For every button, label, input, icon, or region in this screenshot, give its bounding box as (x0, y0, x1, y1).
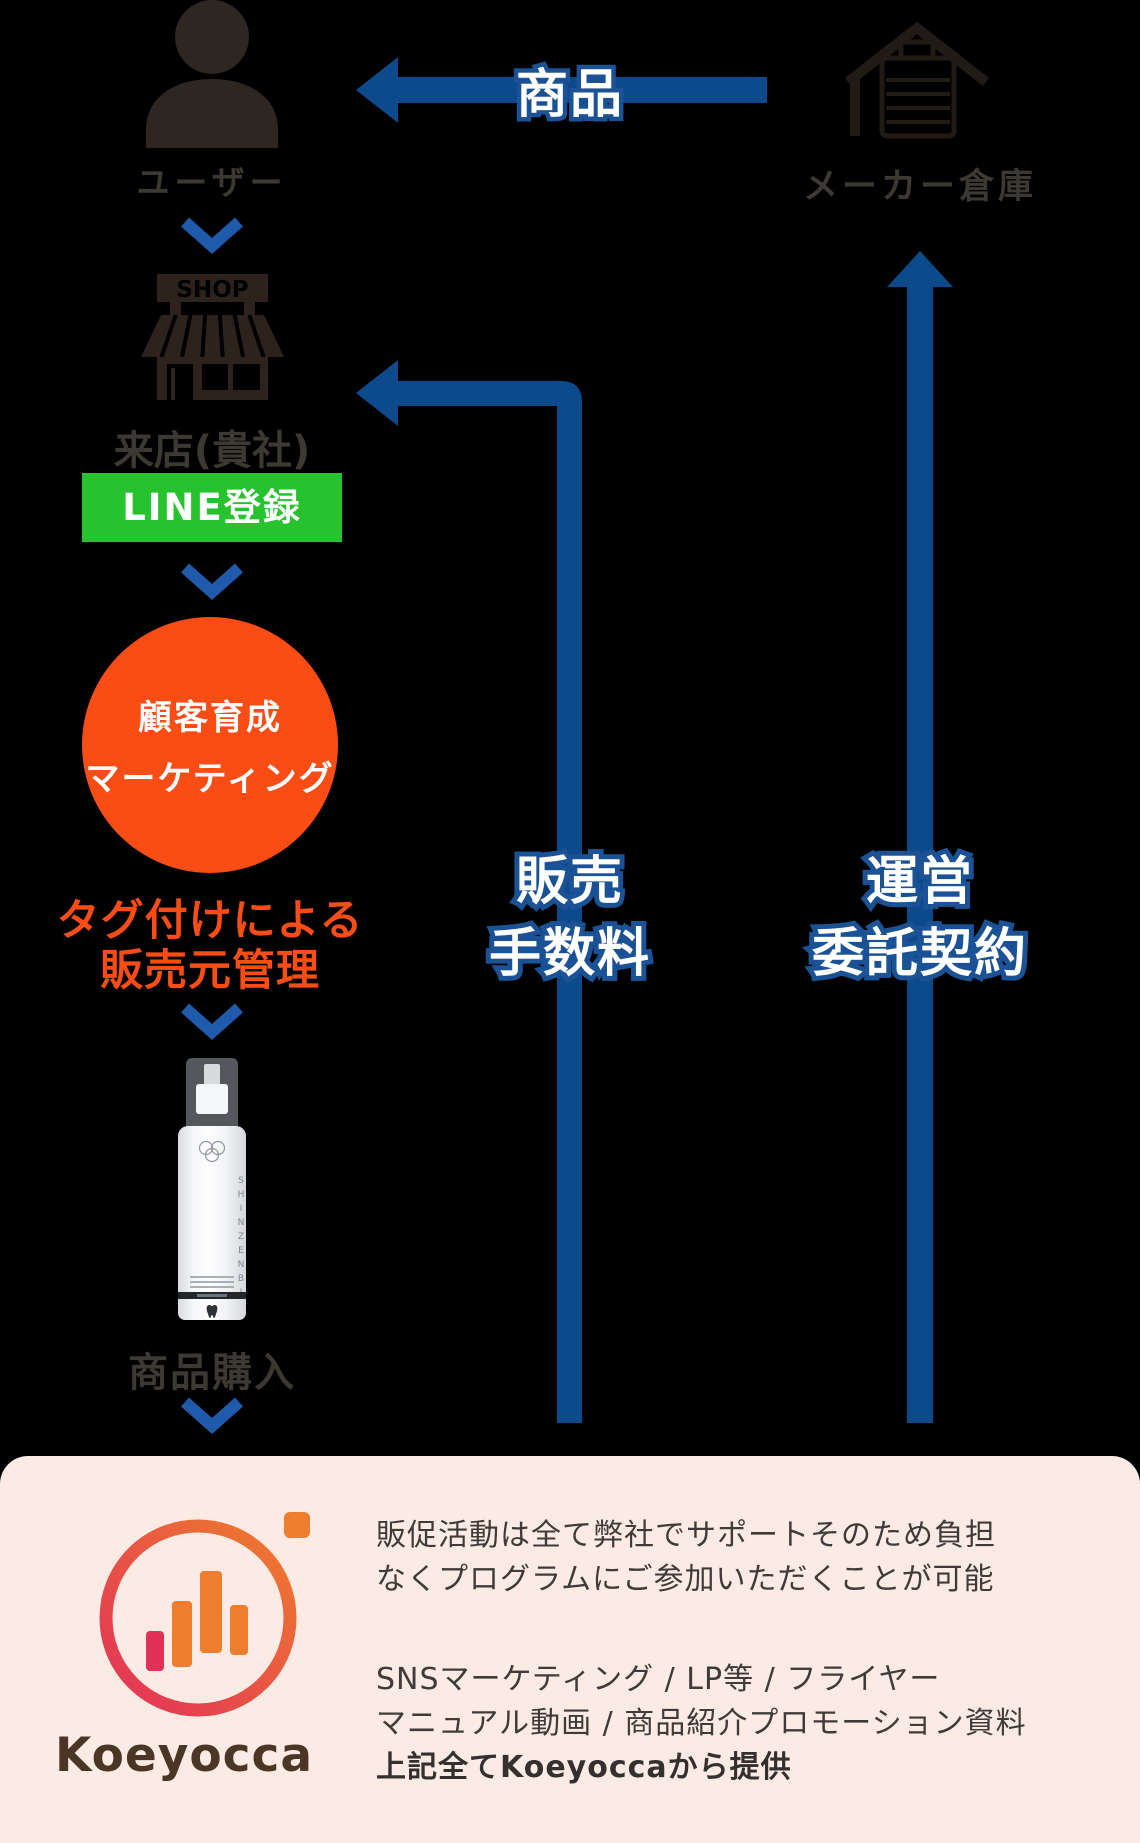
bottle-brand-text: SHINZENBI (236, 1176, 246, 1302)
product-bottle-image: SHINZENBI (168, 1058, 256, 1320)
bottle-logo-circles-icon (198, 1140, 226, 1163)
user-icon (146, 0, 278, 148)
operation-arrow (887, 251, 953, 1423)
product-arrow-label: 商品 商品 (511, 61, 626, 130)
koeyocca-logo-icon (99, 1512, 310, 1717)
marketing-circle-line1: 顧客育成 (138, 698, 282, 738)
shop-sign-text: SHOP (176, 277, 248, 303)
purchase-label: 商品購入 (128, 1350, 296, 1396)
koeyocca-wordmark: Koeyocca (55, 1728, 314, 1783)
user-label: ユーザー (136, 163, 288, 202)
bottle-pump-head (196, 1084, 228, 1114)
operation-line2: 委託契約 (811, 924, 1028, 984)
chevron-down-icon (181, 217, 243, 255)
tagging-note-line2: 販売元管理 (100, 946, 320, 996)
support-intro-line2: なくプログラムにご参加いただくことが可能 (376, 1562, 995, 1597)
warehouse-icon (844, 21, 990, 139)
support-items-text: SNSマーケティング / LP等 / フライヤー マニュアル動画 / 商品紹介プ… (376, 1658, 1027, 1790)
line-register-badge: LINE登録 (82, 473, 342, 542)
shop-icon: SHOP (141, 274, 284, 400)
sales-fee-label: 販売 販売 手数料 手数料 (484, 847, 654, 989)
marketing-circle: 顧客育成 マーケティング (82, 617, 338, 873)
support-intro-text: 販促活動は全て弊社でサポートそのため負担 なくプログラムにご参加いただくことが可… (376, 1514, 996, 1602)
marketing-circle-line2: マーケティング (85, 759, 335, 799)
product-arrow (356, 57, 767, 123)
bottle-band (178, 1292, 246, 1299)
support-items-line2: マニュアル動画 / 商品紹介プロモーション資料 (376, 1706, 1027, 1741)
sales-fee-line1: 販売 (515, 852, 624, 912)
shop-label: 来店(貴社) (113, 428, 311, 474)
tooth-icon (206, 1305, 218, 1318)
operation-line1: 運営 (865, 852, 974, 912)
warehouse-label: メーカー倉庫 (802, 167, 1037, 207)
bottle-pump-stem (204, 1064, 220, 1086)
support-intro-line1: 販促活動は全て弊社でサポートそのため負担 (376, 1518, 996, 1553)
sales-fee-arrow (356, 360, 582, 1423)
sales-fee-line2: 手数料 (488, 924, 651, 984)
bottle-fineprint (190, 1276, 234, 1291)
chevron-down-icon (181, 1397, 243, 1435)
support-items-line3: 上記全てKoeyoccaから提供 (376, 1750, 792, 1785)
operation-contract-label: 運営 運営 委託契約 委託契約 (807, 847, 1031, 989)
chevron-down-icon (181, 1003, 243, 1041)
support-items-line1: SNSマーケティング / LP等 / フライヤー (376, 1662, 941, 1697)
product-arrow-label-text: 商品 (515, 65, 624, 125)
support-panel: Koeyocca 販促活動は全て弊社でサポートそのため負担 なくプログラムにご参… (0, 1456, 1140, 1843)
chevron-down-icon (181, 563, 243, 601)
tagging-note: タグ付けによる 販売元管理 (35, 896, 385, 996)
tagging-note-line1: タグ付けによる (56, 896, 364, 946)
bottle-body: SHINZENBI (178, 1126, 246, 1320)
